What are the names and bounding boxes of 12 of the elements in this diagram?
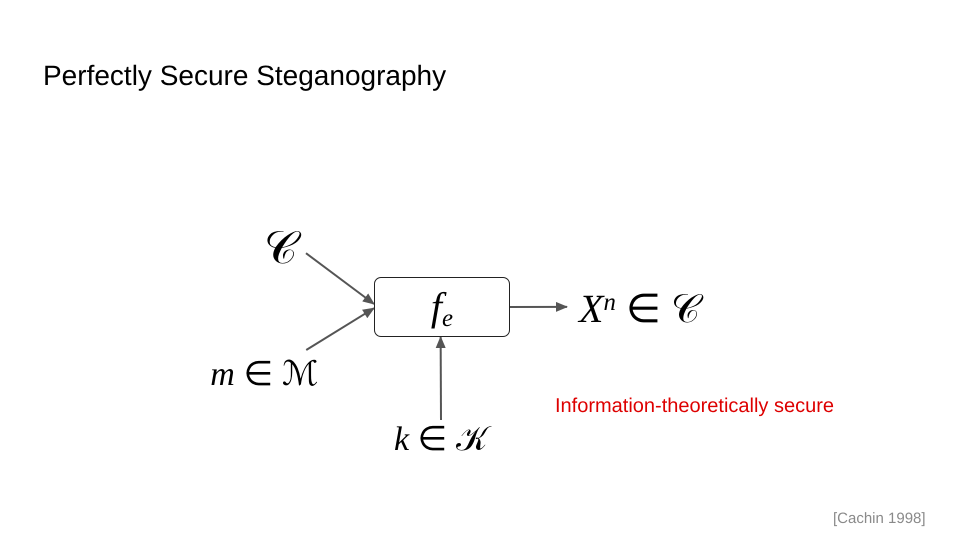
arrow [510,302,568,312]
key-label: k ∈ 𝒦 [388,420,494,460]
output-label: X$^{n}$ ∈ 𝒞 [567,283,722,335]
annotation-text: Information-theoretically secure [555,394,834,419]
arrow [436,336,446,420]
set-symbol: 𝒞 [256,222,306,274]
slide-title: Perfectly Secure Steganography [43,59,446,93]
message-label: m ∈ ℳ [198,350,330,400]
function-box: f$_{e}$ [374,277,510,337]
citation-text: [Cachin 1998] [833,510,926,529]
arrow [305,252,375,305]
arrow [306,307,375,351]
